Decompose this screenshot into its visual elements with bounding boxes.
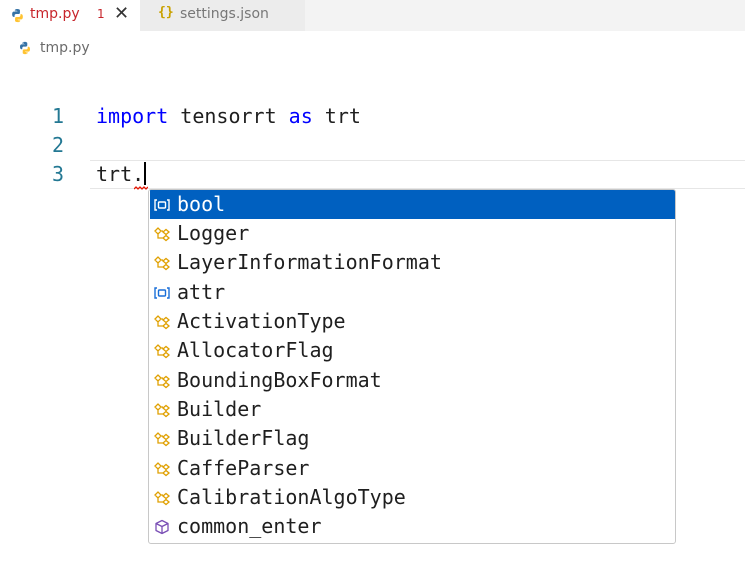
breadcrumb: tmp.py (0, 31, 745, 63)
class-icon (154, 374, 171, 389)
suggest-item[interactable]: common_enter (150, 512, 675, 541)
class-icon (154, 227, 171, 242)
suggest-item-label: CalibrationAlgoType (177, 485, 406, 509)
problem-count-badge: 1 (97, 7, 105, 21)
suggest-item[interactable]: bool (150, 190, 675, 219)
suggest-item[interactable]: attr (150, 278, 675, 307)
suggest-item[interactable]: ActivationType (150, 307, 675, 336)
suggest-item-label: LayerInformationFormat (177, 250, 442, 274)
text-cursor (144, 162, 147, 185)
breadcrumb-item-file[interactable]: tmp.py (40, 40, 90, 56)
python-icon (20, 41, 30, 55)
tab-settings-json[interactable]: {} settings.json (140, 0, 305, 31)
suggest-item[interactable]: AllocatorFlag (150, 336, 675, 365)
class-icon (154, 403, 171, 418)
suggest-item-label: BuilderFlag (177, 426, 310, 450)
suggest-item-label: BoundingBoxFormat (177, 368, 382, 392)
suggest-item[interactable]: BoundingBoxFormat (150, 366, 675, 395)
tab-tmp-py[interactable]: tmp.py 1 ✕ (0, 0, 140, 31)
line-number: 1 (51, 104, 64, 128)
variable-icon (154, 287, 170, 299)
code-line[interactable]: import tensorrt as trt (96, 104, 361, 128)
suggest-item[interactable]: Builder (150, 395, 675, 424)
method-cube-icon (155, 519, 169, 535)
suggest-item[interactable]: CaffeParser (150, 454, 675, 483)
keyword-token: import (96, 104, 169, 128)
suggest-item[interactable]: BuilderFlag (150, 424, 675, 453)
error-squiggle (134, 186, 148, 190)
suggest-item-label: Builder (177, 397, 262, 421)
current-line-highlight (90, 160, 745, 189)
line-number: 2 (51, 133, 64, 157)
suggest-item-label: CaffeParser (177, 456, 310, 480)
class-icon (154, 491, 171, 506)
json-braces-icon: {} (158, 5, 174, 20)
suggest-item-label: attr (177, 280, 226, 304)
code-line[interactable]: trt. (96, 162, 147, 186)
class-icon (154, 315, 171, 330)
suggest-item-label: ActivationType (177, 309, 346, 333)
code-token: tensorrt (168, 104, 289, 128)
autocomplete-suggest-widget: bool Logger LayerInformationFormat attr … (148, 189, 676, 544)
suggest-item-label: Logger (177, 221, 250, 245)
suggest-item-label: bool (177, 192, 226, 216)
line-number: 3 (51, 162, 64, 186)
tab-title: tmp.py (30, 6, 80, 22)
class-icon (154, 432, 171, 447)
suggest-item-label: common_enter (177, 514, 322, 538)
variable-icon (154, 199, 170, 211)
suggest-item-label: AllocatorFlag (177, 338, 334, 362)
python-icon (12, 8, 23, 23)
close-icon[interactable]: ✕ (114, 3, 130, 24)
class-icon (154, 462, 171, 477)
code-token: trt (312, 104, 361, 128)
tab-bar: tmp.py 1 ✕ {} settings.json (0, 0, 745, 31)
tab-title: settings.json (180, 6, 269, 22)
class-icon (154, 256, 171, 271)
suggest-item[interactable]: Logger (150, 219, 675, 248)
class-icon (154, 344, 171, 359)
code-token: trt. (96, 162, 145, 186)
suggest-item[interactable]: LayerInformationFormat (150, 248, 675, 277)
suggest-item[interactable]: CalibrationAlgoType (150, 483, 675, 512)
keyword-token: as (288, 104, 313, 128)
